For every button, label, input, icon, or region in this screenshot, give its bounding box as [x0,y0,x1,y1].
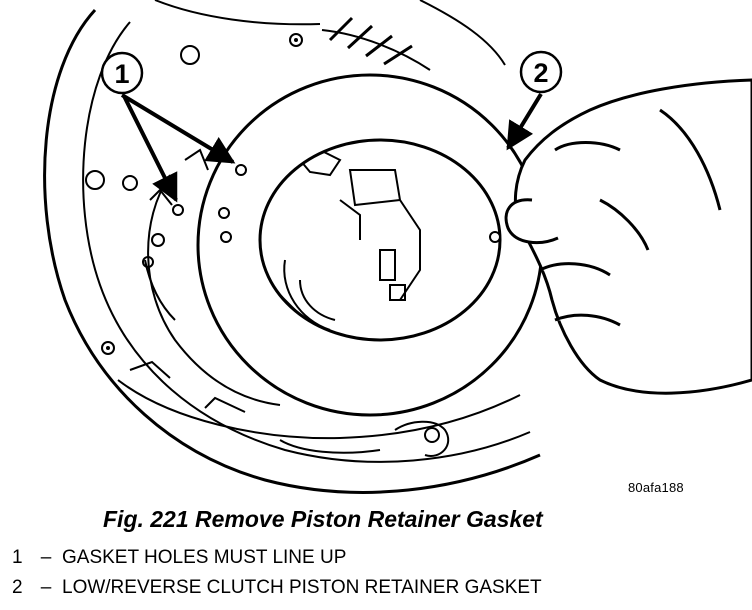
callout-1-number: 1 [114,59,129,89]
transmission-case [43,0,541,494]
legend-item: 1–GASKET HOLES MUST LINE UP [12,543,542,573]
legend-item-separator: – [40,577,52,598]
gasket-removal-illustration: 1 2 [43,0,752,494]
figure-reference-id: 80afa188 [628,480,684,495]
callout-1-arrow [122,95,178,203]
gasket-hole [489,231,501,243]
gasket-hole [220,231,232,243]
gasket-hole [218,207,230,219]
callout-2: 2 [506,50,563,151]
legend-item: 2–LOW/REVERSE CLUTCH PISTON RETAINER GAS… [12,573,542,603]
hand-drawing [504,78,752,395]
figure-caption: Fig. 221 Remove Piston Retainer Gasket [103,506,543,532]
callout-1-circle [100,51,144,95]
callout-2-arrow [506,92,543,151]
piston-retainer-gasket [172,73,544,417]
callout-2-number: 2 [533,58,548,88]
legend-item-number: 2 [12,577,23,598]
callout-1: 1 [100,51,236,203]
legend-item-number: 1 [12,547,23,568]
callout-2-circle [519,50,563,94]
legend: 1–GASKET HOLES MUST LINE UP 2–LOW/REVERS… [12,543,542,603]
callout-1-arrow [120,93,236,164]
gasket-hole [235,164,247,176]
gasket-hole [172,204,184,216]
legend-item-text: GASKET HOLES MUST LINE UP [62,547,347,568]
legend-item-separator: – [40,547,52,568]
legend-item-text: LOW/REVERSE CLUTCH PISTON RETAINER GASKE… [62,577,542,598]
